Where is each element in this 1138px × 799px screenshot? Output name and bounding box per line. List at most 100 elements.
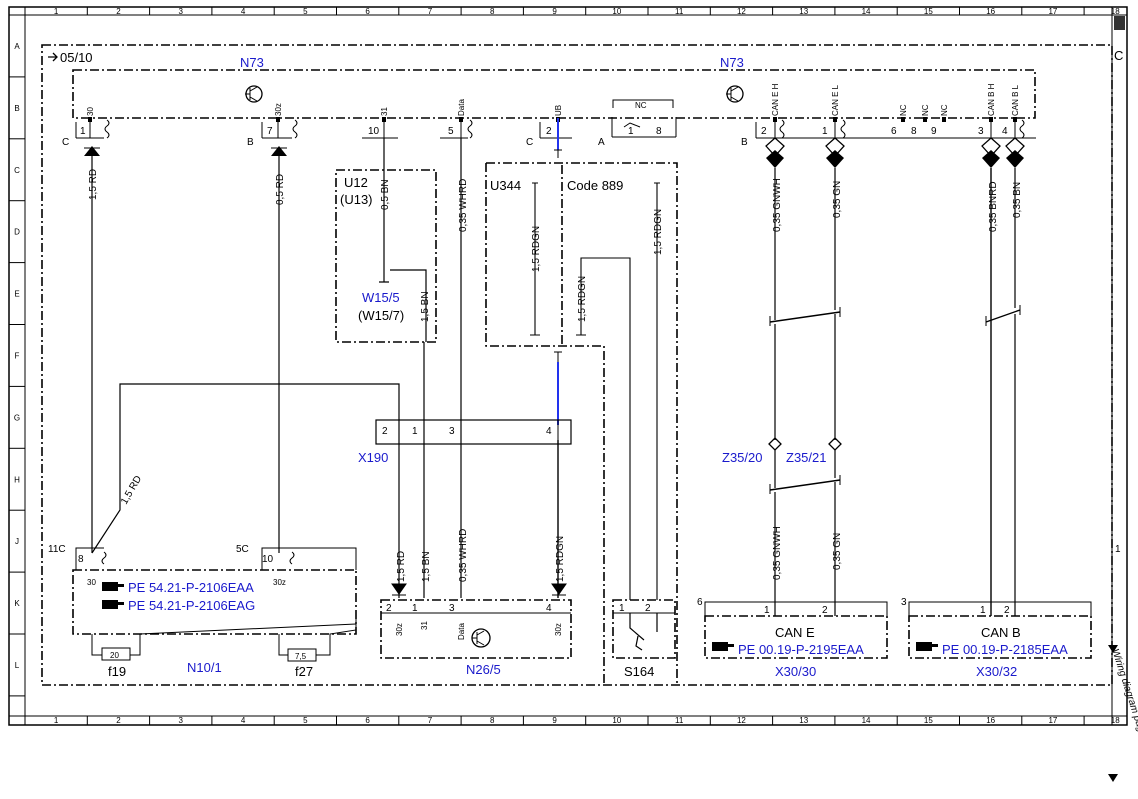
- wire-label: 1,5 RDGN: [577, 276, 588, 322]
- grid-column-label: 5: [303, 716, 308, 725]
- w155-label: W15/5: [362, 290, 400, 305]
- grid-row-label: E: [14, 290, 19, 299]
- x3030-pin: 1: [764, 605, 770, 616]
- n101-pin: 5C: [236, 544, 249, 555]
- f27-label: f27: [295, 664, 313, 679]
- grid-column-label: 11: [675, 7, 684, 16]
- can-b-wires: [981, 137, 1025, 616]
- grid-column-label: 7: [428, 716, 433, 725]
- x190-connector: [375, 419, 572, 445]
- grid-column-label: 12: [737, 7, 746, 16]
- n73-pin-label: CAN B H: [987, 83, 996, 116]
- sheet-ref-text: 05/10: [60, 50, 93, 65]
- n73-pin-number: 6: [891, 126, 897, 137]
- grid-column-label: 15: [924, 7, 933, 16]
- n265-pin: 3: [449, 603, 455, 614]
- wire-label: 0,5 BN: [380, 179, 391, 210]
- hand-pointer-icon: [102, 582, 124, 591]
- n73-pin-number: 1: [822, 126, 828, 137]
- grid-column-label: 6: [365, 7, 370, 16]
- pe-ref: PE 00.19-P-2195EAA: [738, 642, 864, 657]
- grid-column-label: 13: [799, 7, 808, 16]
- wire-label: 0,35 GNWH: [772, 178, 783, 232]
- fuse-value: 20: [110, 651, 119, 660]
- code889-label: Code 889: [567, 178, 623, 193]
- n265-module: [380, 583, 572, 659]
- n265-pin: 1: [412, 603, 418, 614]
- n101-pin: 30: [87, 578, 96, 587]
- u12-label: U12: [344, 175, 368, 190]
- grid-column-label: 17: [1048, 7, 1057, 16]
- s164-pin: 2: [645, 603, 651, 614]
- grid-column-label: 10: [612, 7, 621, 16]
- wire-label: 1,5 RDGN: [653, 209, 664, 255]
- hand-pointer-icon: [916, 642, 938, 651]
- pe-ref: PE 54.21-P-2106EAG: [128, 598, 255, 613]
- n265-pin-label: 31: [420, 621, 429, 630]
- w157-label: (W15/7): [358, 308, 404, 323]
- n73-pin-label: 31: [380, 107, 389, 116]
- n265-pin-label: 30z: [554, 623, 563, 636]
- n73-pin-label: UB: [554, 105, 563, 116]
- n73-pin-label: NC: [940, 104, 949, 116]
- right-edge-number: 1: [1115, 544, 1121, 555]
- connector-letter: B: [741, 137, 748, 148]
- x3032-pin: 1: [980, 605, 986, 616]
- grid-column-label: 12: [737, 716, 746, 725]
- grid-column-label: 8: [490, 716, 495, 725]
- x190-pin: 3: [449, 426, 455, 437]
- grid-column-label: 3: [179, 716, 184, 725]
- wire-label: 1,5 RD: [88, 169, 99, 200]
- side-note: Wiring diagram page 2 here: [1109, 648, 1138, 769]
- grid-column-label: 11: [675, 716, 684, 725]
- wire-label: 0,5 RD: [275, 174, 286, 205]
- wire-label: 1,5 RDGN: [531, 226, 542, 272]
- wire-ub: [554, 118, 562, 598]
- grid-row-label: L: [15, 661, 20, 670]
- n101-pin: 8: [78, 554, 84, 565]
- grid-row-label: J: [15, 537, 19, 546]
- wire-label: 1,5 RDGN: [555, 536, 566, 582]
- x3030-connector: [704, 601, 888, 659]
- wire-rd-loop: [91, 383, 400, 598]
- fuse-value: 7,5: [295, 652, 307, 661]
- n73-pin-label: 30z: [274, 103, 283, 116]
- wire-label: 1,5 BN: [420, 291, 431, 322]
- grid-column-label: 2: [116, 716, 121, 725]
- n73-pin-number: 1: [628, 126, 634, 137]
- wire-label: 0,35 BNRD: [988, 181, 999, 232]
- n73-pin-number: 7: [267, 126, 273, 137]
- grid-column-label: 14: [862, 716, 871, 725]
- can-e-label: CAN E: [775, 625, 815, 640]
- n73-pin-label: CAN B L: [1011, 84, 1020, 116]
- n73-pin-label: CAN E L: [831, 84, 840, 116]
- hand-pointer-icon: [102, 600, 124, 609]
- grid-column-label: 14: [862, 7, 871, 16]
- n73-pin-number: 10: [368, 126, 380, 137]
- wire-label: 0,35 GNWH: [772, 526, 783, 580]
- n265-pin-label: Data: [457, 623, 466, 640]
- n265-pin-label: 30z: [395, 623, 404, 636]
- connector-letter: C: [62, 137, 69, 148]
- grid-column-label: 9: [552, 7, 557, 16]
- grid-row-label: D: [14, 228, 20, 237]
- x3032-label: X30/32: [976, 664, 1017, 679]
- n73-pin-number: 9: [931, 126, 937, 137]
- grid-row-label: F: [15, 351, 20, 360]
- wire-label: 0,35 WHRD: [458, 179, 469, 232]
- n73-pin-number: 8: [911, 126, 917, 137]
- wire-label: 1,5 BN: [421, 551, 432, 582]
- right-edge-letter: C: [1114, 48, 1123, 63]
- x190-label: X190: [358, 450, 388, 465]
- grid-column-label: 3: [179, 7, 184, 16]
- wire-label: 0,35 GN: [832, 181, 843, 218]
- n73-title-right: N73: [720, 55, 744, 70]
- pe-ref: PE 00.19-P-2185EAA: [942, 642, 1068, 657]
- grid-row-label: A: [14, 42, 20, 51]
- nc-switch-icon: [611, 99, 677, 138]
- can-b-label: CAN B: [981, 625, 1021, 640]
- arrow-down-icon: [1108, 774, 1118, 782]
